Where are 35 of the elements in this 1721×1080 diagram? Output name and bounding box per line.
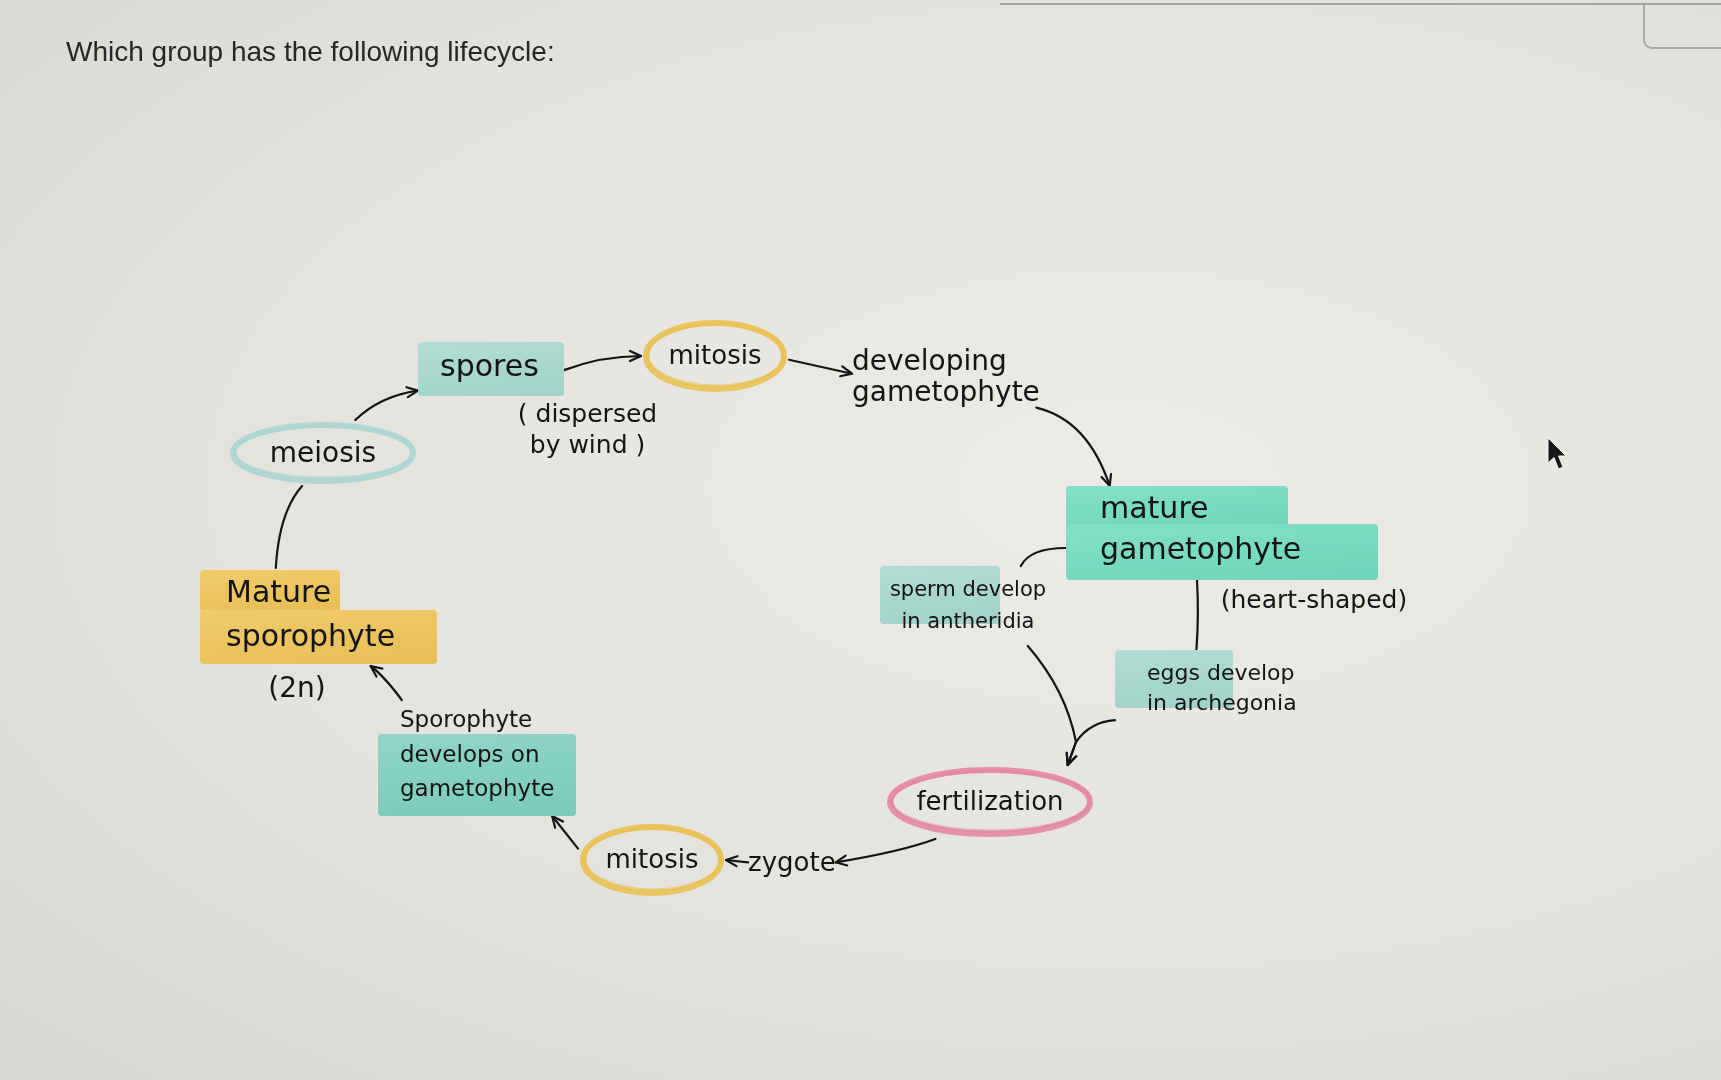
stage-label: Sporophyte develops on gametophyte: [400, 705, 556, 803]
stage-label: eggs develop in archegonia: [1147, 659, 1298, 717]
process-ellipse: [228, 420, 418, 486]
question-text: Which group has the following lifecycle:: [66, 36, 555, 68]
arrow: [834, 837, 937, 867]
process-label: mitosis: [668, 340, 762, 372]
connector-line: [274, 484, 304, 570]
arrow: [787, 358, 854, 378]
highlighted-stage: [1066, 486, 1378, 580]
highlighted-stage: [200, 568, 437, 666]
note-label: (heart-shaped): [1219, 584, 1409, 616]
highlighted-stage: [418, 342, 564, 396]
stage-label: mature gametophyte: [1100, 489, 1303, 568]
process-ellipse: [578, 822, 726, 898]
arrow: [1065, 719, 1117, 767]
stage-label: developing gametophyte: [852, 346, 1046, 408]
connector-line: [1019, 546, 1068, 568]
arrow: [1035, 406, 1112, 488]
arrow: [562, 350, 643, 372]
process-ellipse: [641, 318, 789, 394]
arrow: [724, 855, 750, 868]
arrow: [354, 386, 420, 422]
stage-label: sperm develop in antheridia: [888, 576, 1048, 635]
connector-line: [1195, 578, 1199, 652]
stage-label: zygote: [748, 848, 836, 877]
arrow: [369, 664, 403, 702]
process-label: meiosis: [269, 436, 377, 470]
note-label: ( dispersed by wind ): [516, 398, 659, 461]
stage-label: Mature sporophyte: [226, 573, 397, 655]
stage-label: spores: [440, 347, 540, 385]
note-label: (2n): [267, 670, 327, 705]
process-label: mitosis: [605, 844, 699, 876]
process-ellipse: [885, 765, 1095, 839]
arrow: [551, 814, 580, 850]
process-label: fertilization: [916, 786, 1064, 818]
